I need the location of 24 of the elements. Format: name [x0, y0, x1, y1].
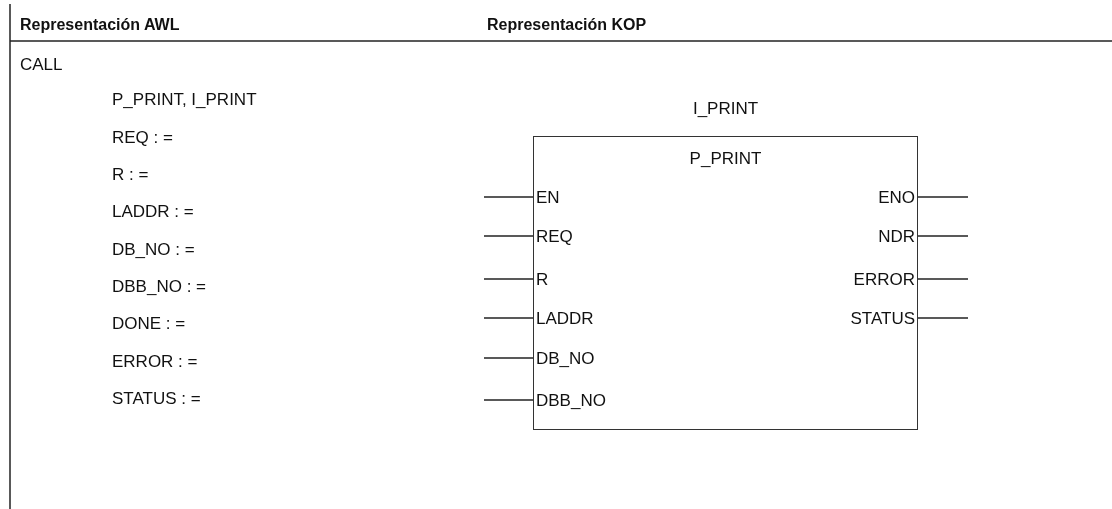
block-name: P_PRINT — [689, 149, 762, 169]
input-pin-label: REQ — [536, 227, 573, 247]
code-line: STATUS : = — [112, 389, 201, 409]
code-line: R : = — [112, 165, 149, 185]
input-pin-label: DB_NO — [536, 349, 595, 369]
column-heading: Representación KOP — [487, 15, 647, 35]
instance-name: I_PRINT — [692, 99, 759, 119]
code-line: ERROR : = — [112, 352, 198, 372]
code-line: REQ : = — [112, 128, 173, 148]
output-pin-label: ERROR — [853, 270, 915, 290]
input-pin-label: DBB_NO — [536, 391, 606, 411]
output-pin-label: STATUS — [850, 309, 915, 329]
code-line: LADDR : = — [112, 202, 194, 222]
code-line: DB_NO : = — [112, 240, 195, 260]
code-line: CALL — [20, 55, 63, 75]
input-pin-label: R — [536, 270, 549, 290]
column-heading: Representación AWL — [20, 15, 180, 35]
code-line: DBB_NO : = — [112, 277, 206, 297]
code-line: P_PRINT, I_PRINT — [112, 90, 257, 110]
output-pin-label: NDR — [878, 227, 915, 247]
input-pin-label: EN — [536, 188, 560, 208]
output-pin-label: ENO — [878, 188, 915, 208]
code-line: DONE : = — [112, 314, 186, 334]
input-pin-label: LADDR — [536, 309, 594, 329]
